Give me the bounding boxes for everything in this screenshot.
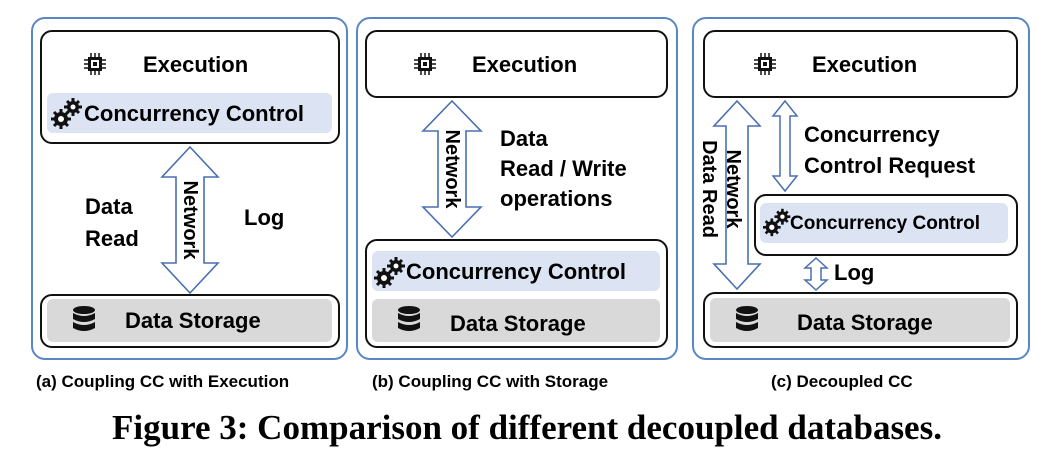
panel-b-ops-line2: Read / Write xyxy=(500,156,627,181)
cpu-chip-icon xyxy=(414,53,436,75)
panel-c-cc-label: Concurrency Control xyxy=(790,213,981,234)
panel-a-cc-band xyxy=(47,93,332,133)
panel-b xyxy=(356,17,678,360)
panel-a-cc-label: Concurrency Control xyxy=(84,101,305,126)
database-icon xyxy=(736,306,758,331)
panel-b-cc-band xyxy=(372,251,660,291)
panel-a-execution-label: Execution xyxy=(143,52,249,77)
gears-icon xyxy=(374,257,405,288)
panel-c-log-arrow xyxy=(803,256,829,292)
panel-c-cc-band xyxy=(760,203,1008,243)
panel-b-ops-line3: operations xyxy=(500,186,613,211)
panel-c-storage-label: Data Storage xyxy=(797,310,933,335)
panel-b-network-label: Network xyxy=(441,129,463,209)
panel-b-storage-band xyxy=(372,299,660,342)
panel-c-storage-band xyxy=(710,298,1010,342)
figure-title: Figure 3: Comparison of different decoup… xyxy=(112,408,942,447)
panel-a xyxy=(31,17,348,360)
panel-c-cc-request-line1: Concurrency xyxy=(804,122,940,147)
panel-c-caption: (c) Decoupled CC xyxy=(771,372,913,391)
panel-c-network-label: Network xyxy=(722,149,744,229)
gears-icon xyxy=(763,208,791,237)
gears-icon xyxy=(51,98,82,129)
panel-c-cc-request-line2: Control Request xyxy=(804,153,976,178)
panel-c-data-read-label: Data Read xyxy=(698,140,720,238)
panel-a-read-label: Read xyxy=(85,226,139,251)
panel-b-network-arrow xyxy=(421,99,483,239)
panel-c-log-label: Log xyxy=(834,260,875,285)
cpu-chip-icon xyxy=(84,53,106,75)
database-icon xyxy=(73,306,95,331)
panel-b-ops-line1: Data xyxy=(500,126,548,151)
panel-b-execution-label: Execution xyxy=(472,52,578,77)
database-icon xyxy=(398,306,420,331)
panel-a-log-label: Log xyxy=(244,205,285,230)
cpu-chip-icon xyxy=(754,53,776,75)
panel-b-caption: (b) Coupling CC with Storage xyxy=(372,372,609,391)
panel-c-cc-request-arrow xyxy=(771,99,799,193)
panel-a-storage-label: Data Storage xyxy=(125,308,261,333)
panel-c-network-arrow xyxy=(712,99,762,291)
panel-c-execution-label: Execution xyxy=(812,52,918,77)
panel-b-cc-label: Concurrency Control xyxy=(406,259,627,284)
panel-a-network-label: Network xyxy=(179,180,201,260)
panel-a-data-label: Data xyxy=(85,194,133,219)
panel-a-caption: (a) Coupling CC with Execution xyxy=(36,372,290,391)
panel-a-storage-band xyxy=(47,299,332,342)
panel-c-compute-node xyxy=(703,30,1018,98)
panel-b-storage-label: Data Storage xyxy=(450,311,586,336)
panel-a-network-arrow xyxy=(160,145,220,295)
panel-c xyxy=(692,17,1030,360)
